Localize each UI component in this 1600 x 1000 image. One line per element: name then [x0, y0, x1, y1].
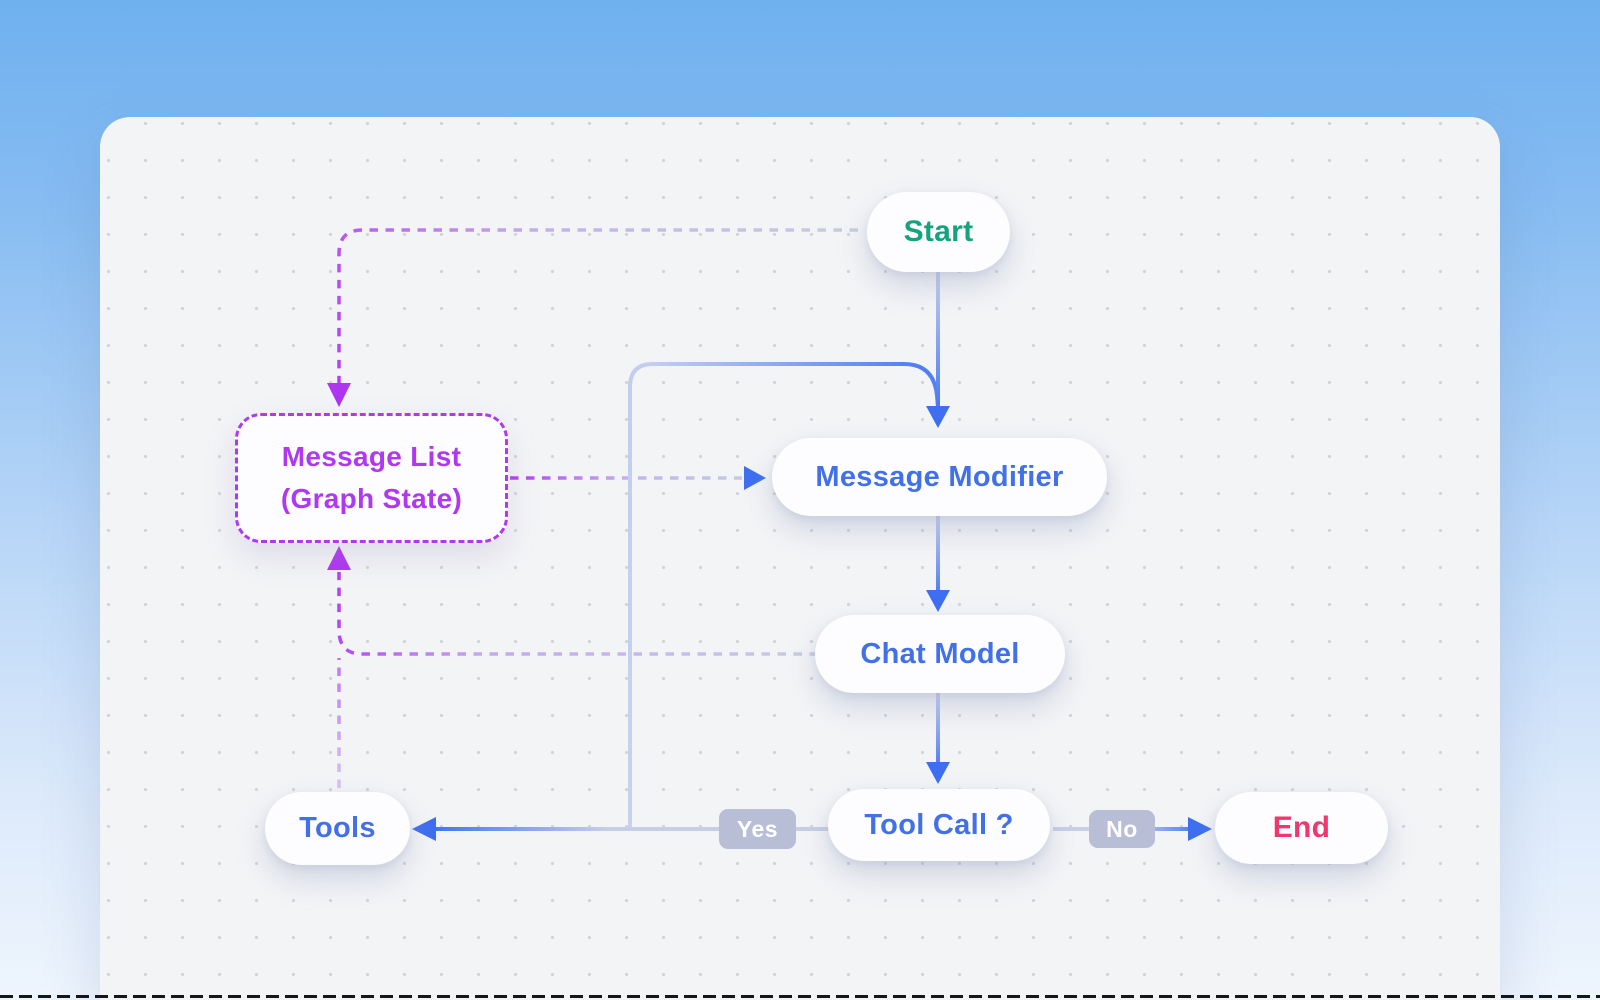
node-message-modifier[interactable]: Message Modifier — [772, 438, 1107, 516]
node-message-list-label-line2: (Graph State) — [280, 483, 463, 514]
edge-label-yes-text: Yes — [736, 815, 779, 842]
edge-label-yes: Yes — [719, 809, 796, 849]
diagram-canvas[interactable]: Start Message List (Graph State) Message… — [100, 117, 1500, 1000]
node-message-list[interactable]: Message List (Graph State) — [235, 413, 508, 543]
edge-label-no-text: No — [1106, 815, 1138, 842]
node-tools[interactable]: Tools — [265, 792, 410, 865]
node-end[interactable]: End — [1215, 792, 1388, 864]
bottom-dashed-line — [0, 995, 1600, 998]
node-message-modifier-label: Message Modifier — [815, 460, 1064, 493]
node-chat-model[interactable]: Chat Model — [815, 615, 1065, 693]
node-end-label: End — [1272, 811, 1331, 844]
node-message-list-label-line1: Message List — [281, 441, 462, 472]
node-tools-label: Tools — [299, 812, 376, 844]
node-chat-model-label: Chat Model — [860, 637, 1020, 670]
node-tool-call-label: Tool Call ? — [864, 808, 1014, 841]
node-tool-call[interactable]: Tool Call ? — [828, 789, 1050, 861]
node-start-label: Start — [903, 215, 974, 248]
edge-label-no: No — [1089, 810, 1155, 848]
node-start[interactable]: Start — [867, 192, 1010, 272]
